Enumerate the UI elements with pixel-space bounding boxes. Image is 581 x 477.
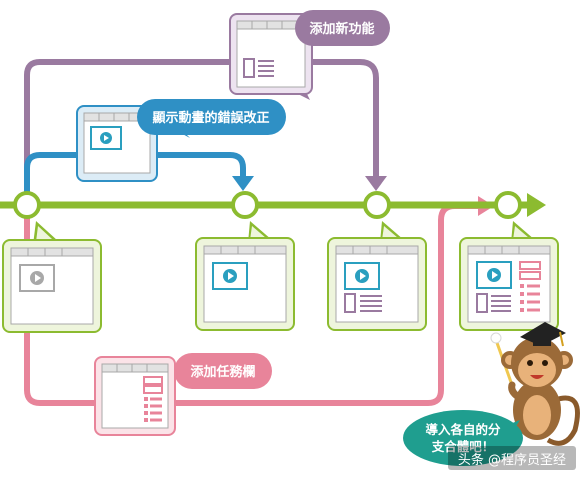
merge-speech-bubble: 導入各自的分 支合體吧！ (403, 410, 523, 466)
base-video-icon (19, 264, 55, 292)
merge-speech-line1: 導入各自的分 (425, 422, 501, 437)
feature-thumb-icon (243, 58, 255, 78)
add-task-label: 添加任務欄 (190, 364, 255, 380)
fix-merged-card (195, 221, 295, 331)
commit-node-4 (494, 191, 522, 219)
task-branch-line (24, 203, 482, 406)
all-merged-card (459, 221, 559, 331)
task-card (94, 356, 176, 436)
add-feature-bubble: 添加新功能 (295, 10, 390, 46)
commit-node-3 (363, 191, 391, 219)
feature-branch-arrowhead (365, 176, 387, 191)
feature-card (229, 13, 313, 100)
fix-merged-video-icon (212, 262, 248, 290)
feature-merged-card (327, 221, 427, 331)
add-task-bubble: 添加任務欄 (174, 353, 272, 389)
monkey-mascot (490, 322, 580, 446)
show-fix-bubble: 顯示動畫的錯誤改正 (137, 99, 286, 138)
fix-video-icon (90, 126, 122, 150)
base-card (2, 221, 102, 333)
task-list-icon (143, 376, 163, 385)
add-feature-label: 添加新功能 (309, 21, 374, 37)
merge-speech-line2: 支合體吧！ (431, 439, 495, 454)
show-fix-label: 顯示動畫的錯誤改正 (152, 110, 269, 126)
all-merged-video-icon (476, 261, 512, 289)
feature-branch-line (24, 59, 379, 196)
main-line-arrowhead (527, 193, 546, 217)
fix-branch-arrowhead (232, 176, 254, 191)
commit-node-1 (13, 191, 41, 219)
feature-merged-video-icon (344, 262, 380, 290)
commit-node-2 (231, 191, 259, 219)
watermark: 头条 @程序员圣经 (448, 446, 576, 470)
